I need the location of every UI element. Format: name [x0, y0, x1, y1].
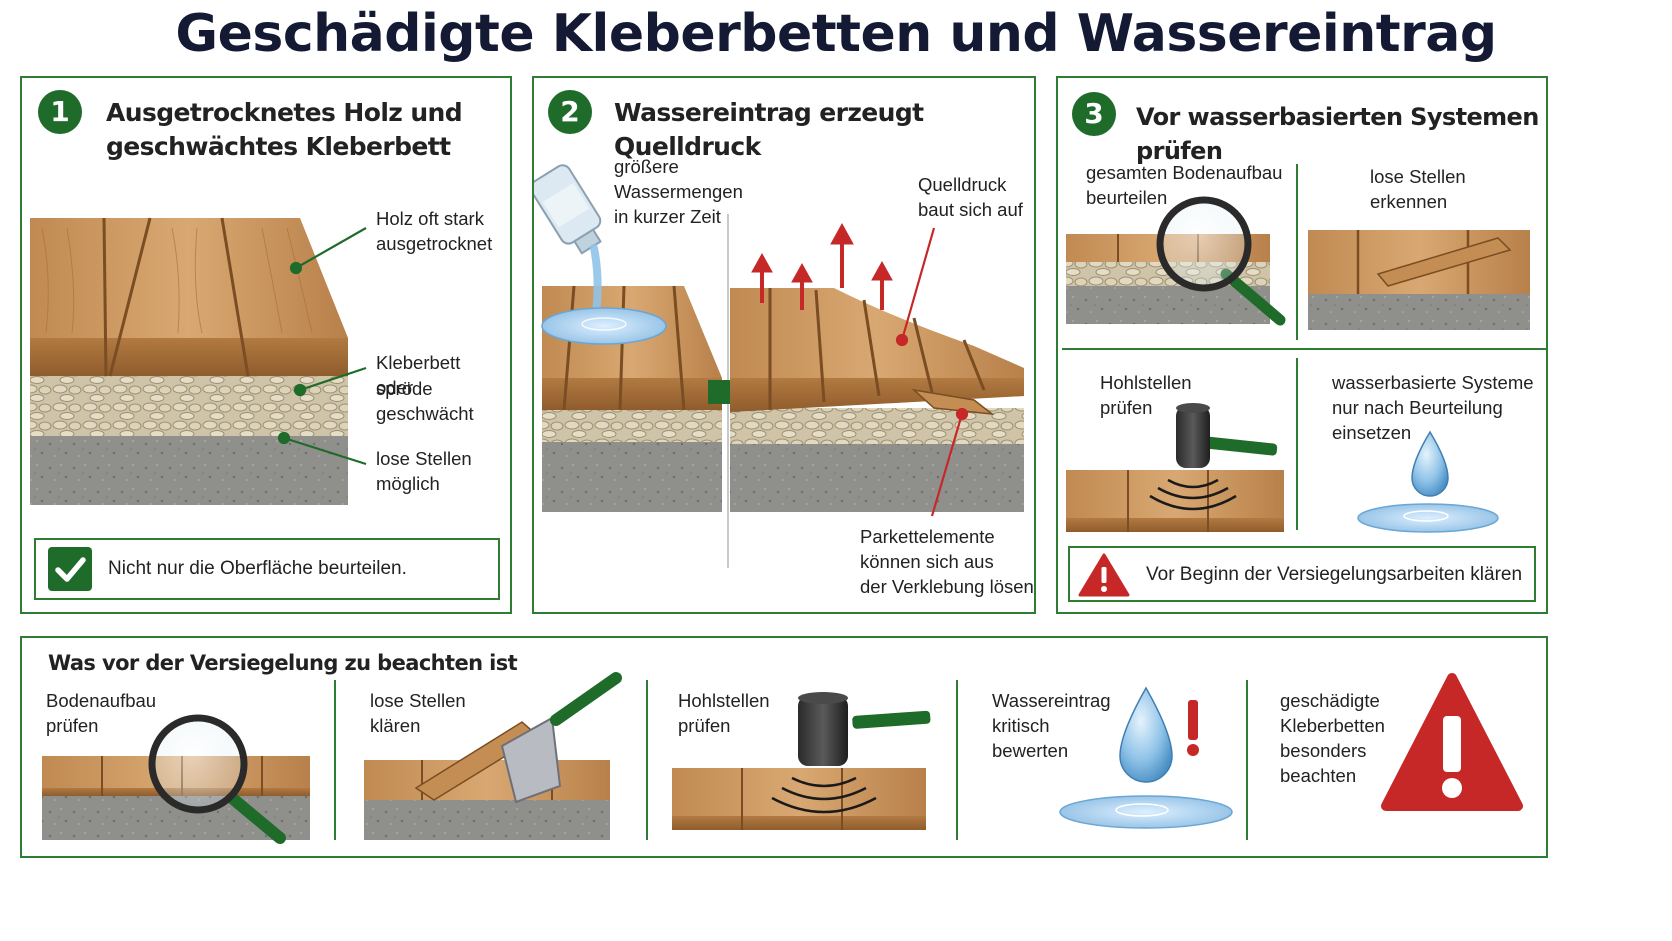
sound-waves-icon — [1149, 478, 1237, 511]
bottom-item1-line2: prüfen — [46, 715, 99, 736]
warning-triangle-icon — [1078, 553, 1130, 597]
label-glue-line1: Kleberbett spröde — [376, 352, 461, 399]
before-sealing-illustration — [42, 672, 1523, 844]
label-pressure-line2: baut sich auf — [918, 199, 1023, 220]
panel1-title-line2: geschwächtes Kleberbett — [106, 132, 451, 161]
water-drop-icon — [1119, 686, 1173, 783]
sound-waves-icon — [771, 776, 877, 814]
cell-c-line2: prüfen — [1100, 397, 1153, 418]
label-wood-line2: ausgetrocknet — [376, 233, 493, 254]
floor-cross-section-illustration — [30, 217, 367, 505]
cell-d-line1: wasserbasierte Systeme — [1332, 372, 1534, 393]
water-puddle — [541, 307, 667, 345]
bottom-item3-line1: Hohlstellen — [678, 690, 770, 711]
cell-b-line2: erkennen — [1370, 191, 1448, 212]
panel-before-sealing: Was vor der Versiegelung zu beachten ist — [20, 636, 1548, 858]
label-elements-line3: der Verklebung lösen — [860, 576, 1034, 597]
panel1-title-line1: Ausgetrocknetes Holz und — [106, 98, 463, 127]
checkmark-icon — [48, 547, 92, 591]
label-pressure-line1: Quelldruck — [918, 174, 1007, 195]
wood-front — [30, 338, 348, 376]
label-water-line2: Wassermengen — [614, 181, 743, 202]
check-note-box: Nicht nur die Oberfläche beurteilen. — [34, 538, 500, 600]
water-stream — [590, 244, 602, 318]
step-number-1: 1 — [38, 90, 82, 134]
magnifier-icon — [1156, 196, 1286, 326]
bottom-item2-line2: klären — [370, 715, 421, 736]
leader-lines — [277, 227, 367, 466]
cell-a-line2: beurteilen — [1086, 187, 1168, 208]
label-elements-line1: Parkettelemente — [860, 526, 995, 547]
plank-joints — [102, 217, 250, 377]
bottom-item3-line2: prüfen — [678, 715, 731, 736]
panel-check-before-water-systems: 3 Vor wasserbasierten Systemen prüfen — [1056, 76, 1548, 614]
cell-d-line2: nur nach Beurteilung — [1332, 397, 1503, 418]
water-bottle-icon — [534, 164, 602, 255]
bottom-item4-line1: Wassereintrag — [992, 690, 1111, 711]
cell-c-line1: Hohlstellen — [1100, 372, 1192, 393]
bottom-item5-line4: beachten — [1280, 765, 1357, 786]
trowel-icon — [500, 672, 622, 804]
bottom-item5-line2: Kleberbetten — [1280, 715, 1385, 736]
water-drop-icon — [1411, 430, 1449, 497]
cell-a-line1: gesamten Bodenaufbau — [1086, 162, 1283, 183]
checks-illustration — [1066, 196, 1530, 533]
hammer-icon — [1176, 403, 1278, 468]
bottom-item5-line3: besonders — [1280, 740, 1367, 761]
bottom-item4-line2: kritisch — [992, 715, 1050, 736]
bottom-item5-line1: geschädigte — [1280, 690, 1380, 711]
wood-grain — [41, 227, 313, 334]
page-title: Geschädigte Kleberbetten und Wassereintr… — [175, 4, 1497, 64]
warning-note-box: Vor Beginn der Versiegelungsarbeiten klä… — [1068, 546, 1536, 602]
label-water-line1: größere — [614, 156, 679, 177]
panel2-title: Wassereintrag erzeugt Quelldruck — [614, 98, 924, 161]
bottom-title: Was vor der Versiegelung zu beachten ist — [48, 651, 518, 675]
warning-note-text: Vor Beginn der Versiegelungsarbeiten klä… — [1146, 564, 1523, 585]
water-swelling-illustration — [534, 164, 1024, 568]
label-loose-line1: lose Stellen — [376, 448, 472, 469]
step-number-3: 3 — [1072, 92, 1116, 136]
check-note-text: Nicht nur die Oberfläche beurteilen. — [108, 558, 407, 579]
label-wood-line1: Holz oft stark — [376, 208, 484, 229]
bottom-item4-line3: bewerten — [992, 740, 1069, 761]
glue-bed-layer — [30, 374, 348, 436]
pressure-arrows-icon — [751, 222, 893, 310]
magnifier-icon — [148, 714, 286, 844]
label-loose-line2: möglich — [376, 473, 440, 494]
panel-water-ingress: 2 Wassereintrag erzeugt Quelldruck — [532, 76, 1036, 614]
wood-top — [30, 218, 348, 338]
label-glue-line2: oder geschwächt — [376, 377, 474, 424]
bottom-item1-line1: Bodenaufbau — [46, 690, 157, 711]
exclamation-icon — [1187, 700, 1199, 756]
label-elements-line2: können sich aus — [860, 551, 994, 572]
panel3-title: Vor wasserbasierten Systemen prüfen — [1136, 103, 1539, 165]
warning-triangle-icon — [1381, 673, 1523, 811]
concrete-layer — [30, 433, 348, 505]
step-number-2: 2 — [548, 90, 592, 134]
panel-dried-wood: 1 Ausgetrocknetes Holz und geschwächtes … — [20, 76, 512, 614]
hammer-icon — [798, 692, 931, 766]
cell-d-line3: einsetzen — [1332, 422, 1412, 443]
bottom-item2-line1: lose Stellen — [370, 690, 466, 711]
cell-b-line1: lose Stellen — [1370, 166, 1466, 187]
label-water-line3: in kurzer Zeit — [614, 206, 721, 227]
